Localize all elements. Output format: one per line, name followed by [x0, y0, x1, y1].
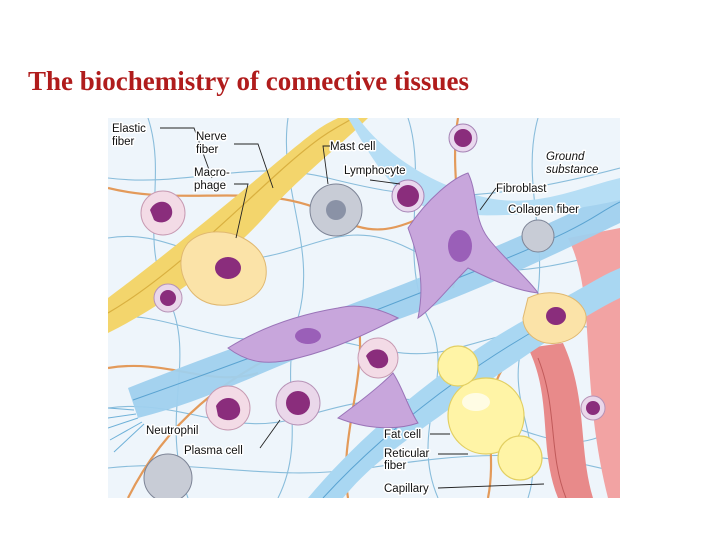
label-nerve-fiber-line1: Nerve	[196, 131, 227, 143]
label-nerve-fiber-line2: fiber	[196, 144, 219, 156]
slide-title: The biochemistry of connective tissues	[28, 66, 469, 97]
label-macrophage-line1: Macro-	[194, 167, 230, 179]
label-lymphocyte-text: Lymphocyte	[344, 165, 406, 177]
svg-text:Macro-phage: Macro-phage	[194, 167, 230, 192]
label-mast-cell-text: Mast cell	[330, 141, 375, 153]
label-neutrophil-text: Neutrophil	[146, 425, 198, 437]
label-reticular-fiber-line1: Reticular	[384, 448, 430, 460]
label-neutrophil: Neutrophil	[146, 425, 198, 437]
label-fibroblast-text: Fibroblast	[496, 183, 547, 195]
label-macrophage-line2: phage	[194, 180, 226, 192]
label-collagen-fiber-text: Collagen fiber	[508, 204, 579, 216]
label-elastic-fiber-line2: fiber	[112, 136, 135, 148]
label-ground-substance-line1: Ground	[546, 151, 585, 163]
label-collagen-fiber: Collagen fiber	[508, 204, 579, 216]
label-fat-cell-text: Fat cell	[384, 429, 421, 441]
label-elastic-fiber-line1: Elastic	[112, 123, 146, 135]
label-reticular-fiber-line2: fiber	[384, 460, 407, 472]
label-capillary-text: Capillary	[384, 483, 429, 495]
label-plasma-cell-text: Plasma cell	[184, 445, 243, 457]
label-ground-substance-line2: substance	[546, 164, 598, 176]
